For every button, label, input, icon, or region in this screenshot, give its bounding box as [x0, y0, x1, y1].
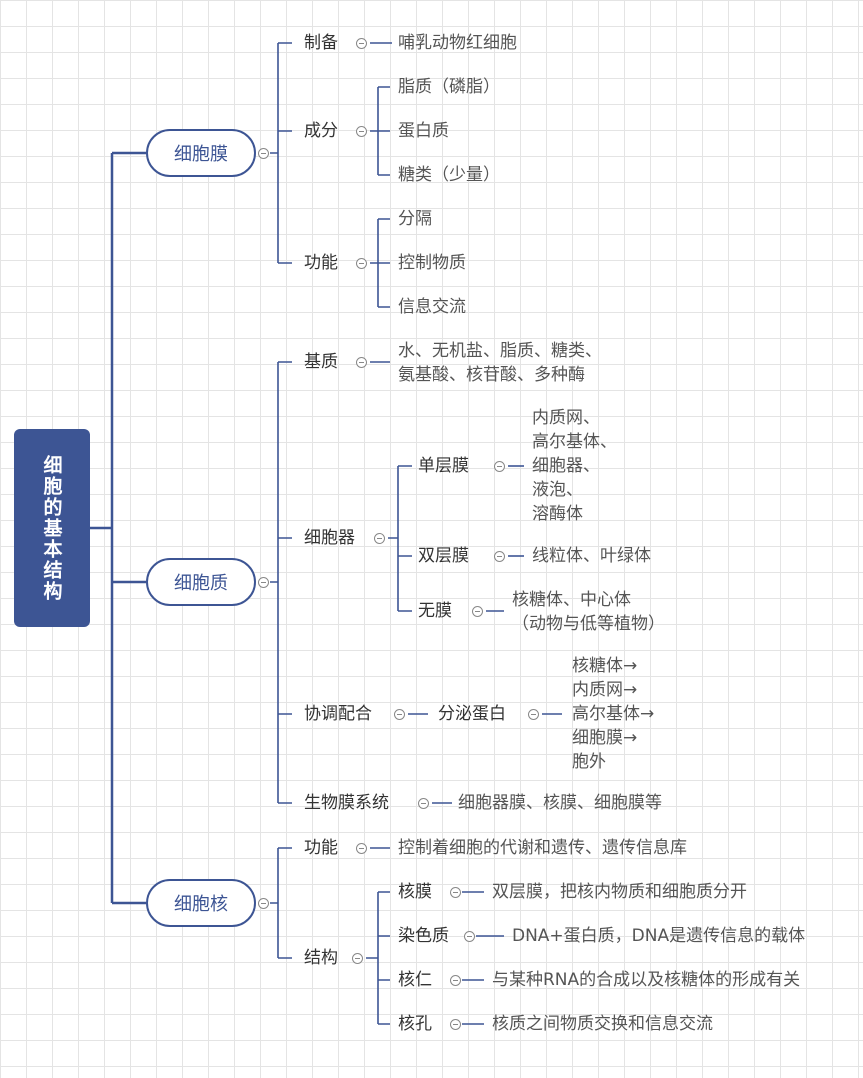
collapse-icon[interactable]: [258, 898, 269, 909]
collapse-icon[interactable]: [418, 798, 429, 809]
node-double-membrane[interactable]: 双层膜: [418, 546, 469, 566]
collapse-icon[interactable]: [258, 577, 269, 588]
node-organelle[interactable]: 细胞器: [304, 528, 355, 548]
node-nuclear-pore-value[interactable]: 核质之间物质交换和信息交流: [492, 1014, 713, 1034]
collapse-icon[interactable]: [356, 38, 367, 49]
collapse-icon[interactable]: [494, 551, 505, 562]
node-prep-value[interactable]: 哺乳动物红细胞: [398, 33, 517, 53]
node-secretory-protein[interactable]: 分泌蛋白: [438, 704, 506, 724]
path-step: 细胞膜→: [572, 728, 638, 748]
collapse-icon[interactable]: [374, 533, 385, 544]
node-matrix[interactable]: 基质: [304, 352, 338, 372]
node-cell-membrane[interactable]: 细胞膜: [146, 129, 256, 177]
node-nuclear-envelope-value[interactable]: 双层膜，把核内物质和细胞质分开: [492, 882, 747, 902]
matrix-line: 水、无机盐、脂质、糖类、: [398, 341, 602, 361]
collapse-icon[interactable]: [450, 887, 461, 898]
path-step: 内质网→: [572, 680, 638, 700]
collapse-icon[interactable]: [450, 1019, 461, 1030]
collapse-icon[interactable]: [528, 709, 539, 720]
organelle-line: 溶酶体: [532, 504, 583, 524]
root-node[interactable]: 细胞的基本结构: [14, 429, 90, 627]
node-single-membrane[interactable]: 单层膜: [418, 456, 469, 476]
node-separate[interactable]: 分隔: [398, 209, 432, 229]
node-sugar[interactable]: 糖类（少量）: [398, 165, 500, 185]
matrix-line: 氨基酸、核苷酸、多种酶: [398, 365, 585, 385]
organelle-line: 高尔基体、: [532, 432, 617, 452]
organelle-line: （动物与低等植物）: [512, 614, 665, 634]
collapse-icon[interactable]: [356, 126, 367, 137]
node-nucleus[interactable]: 细胞核: [146, 879, 256, 927]
collapse-icon[interactable]: [356, 357, 367, 368]
node-chromatin[interactable]: 染色质: [398, 926, 449, 946]
collapse-icon[interactable]: [394, 709, 405, 720]
node-biomembrane-system[interactable]: 生物膜系统: [304, 793, 389, 813]
organelle-line: 核糖体、中心体: [512, 590, 631, 610]
collapse-icon[interactable]: [352, 953, 363, 964]
node-no-membrane[interactable]: 无膜: [418, 601, 452, 621]
node-no-membrane-list[interactable]: 核糖体、中心体 （动物与低等植物）: [512, 588, 665, 636]
node-composition[interactable]: 成分: [304, 121, 338, 141]
organelle-line: 液泡、: [532, 480, 583, 500]
node-double-membrane-value[interactable]: 线粒体、叶绿体: [532, 546, 651, 566]
node-prep[interactable]: 制备: [304, 33, 338, 53]
collapse-icon[interactable]: [258, 148, 269, 159]
path-step: 胞外: [572, 752, 606, 772]
node-chromatin-value[interactable]: DNA+蛋白质，DNA是遗传信息的载体: [512, 926, 806, 946]
collapse-icon[interactable]: [356, 843, 367, 854]
node-matrix-value[interactable]: 水、无机盐、脂质、糖类、 氨基酸、核苷酸、多种酶: [398, 339, 602, 387]
organelle-line: 细胞器、: [532, 456, 600, 476]
collapse-icon[interactable]: [472, 606, 483, 617]
node-structure[interactable]: 结构: [304, 948, 338, 968]
node-control[interactable]: 控制物质: [398, 253, 466, 273]
collapse-icon[interactable]: [464, 931, 475, 942]
node-membrane-function[interactable]: 功能: [304, 253, 338, 273]
node-nucleolus[interactable]: 核仁: [398, 970, 432, 990]
node-nucleolus-value[interactable]: 与某种RNA的合成以及核糖体的形成有关: [492, 970, 801, 990]
node-nucleus-function-value[interactable]: 控制着细胞的代谢和遗传、遗传信息库: [398, 838, 687, 858]
node-nuclear-pore[interactable]: 核孔: [398, 1014, 432, 1034]
node-secretion-path[interactable]: 核糖体→ 内质网→ 高尔基体→ 细胞膜→ 胞外: [572, 654, 654, 774]
organelle-line: 内质网、: [532, 408, 600, 428]
collapse-icon[interactable]: [494, 461, 505, 472]
node-cytoplasm[interactable]: 细胞质: [146, 558, 256, 606]
node-nucleus-function[interactable]: 功能: [304, 838, 338, 858]
node-nuclear-envelope[interactable]: 核膜: [398, 882, 432, 902]
node-lipid[interactable]: 脂质（磷脂）: [398, 77, 500, 97]
node-biomembrane-value[interactable]: 细胞器膜、核膜、细胞膜等: [458, 793, 662, 813]
path-step: 高尔基体→: [572, 704, 655, 724]
node-communication[interactable]: 信息交流: [398, 297, 466, 317]
collapse-icon[interactable]: [450, 975, 461, 986]
node-protein[interactable]: 蛋白质: [398, 121, 449, 141]
node-coordination[interactable]: 协调配合: [304, 704, 372, 724]
collapse-icon[interactable]: [356, 258, 367, 269]
node-single-membrane-list[interactable]: 内质网、 高尔基体、 细胞器、 液泡、 溶酶体: [532, 406, 617, 526]
path-step: 核糖体→: [572, 656, 638, 676]
